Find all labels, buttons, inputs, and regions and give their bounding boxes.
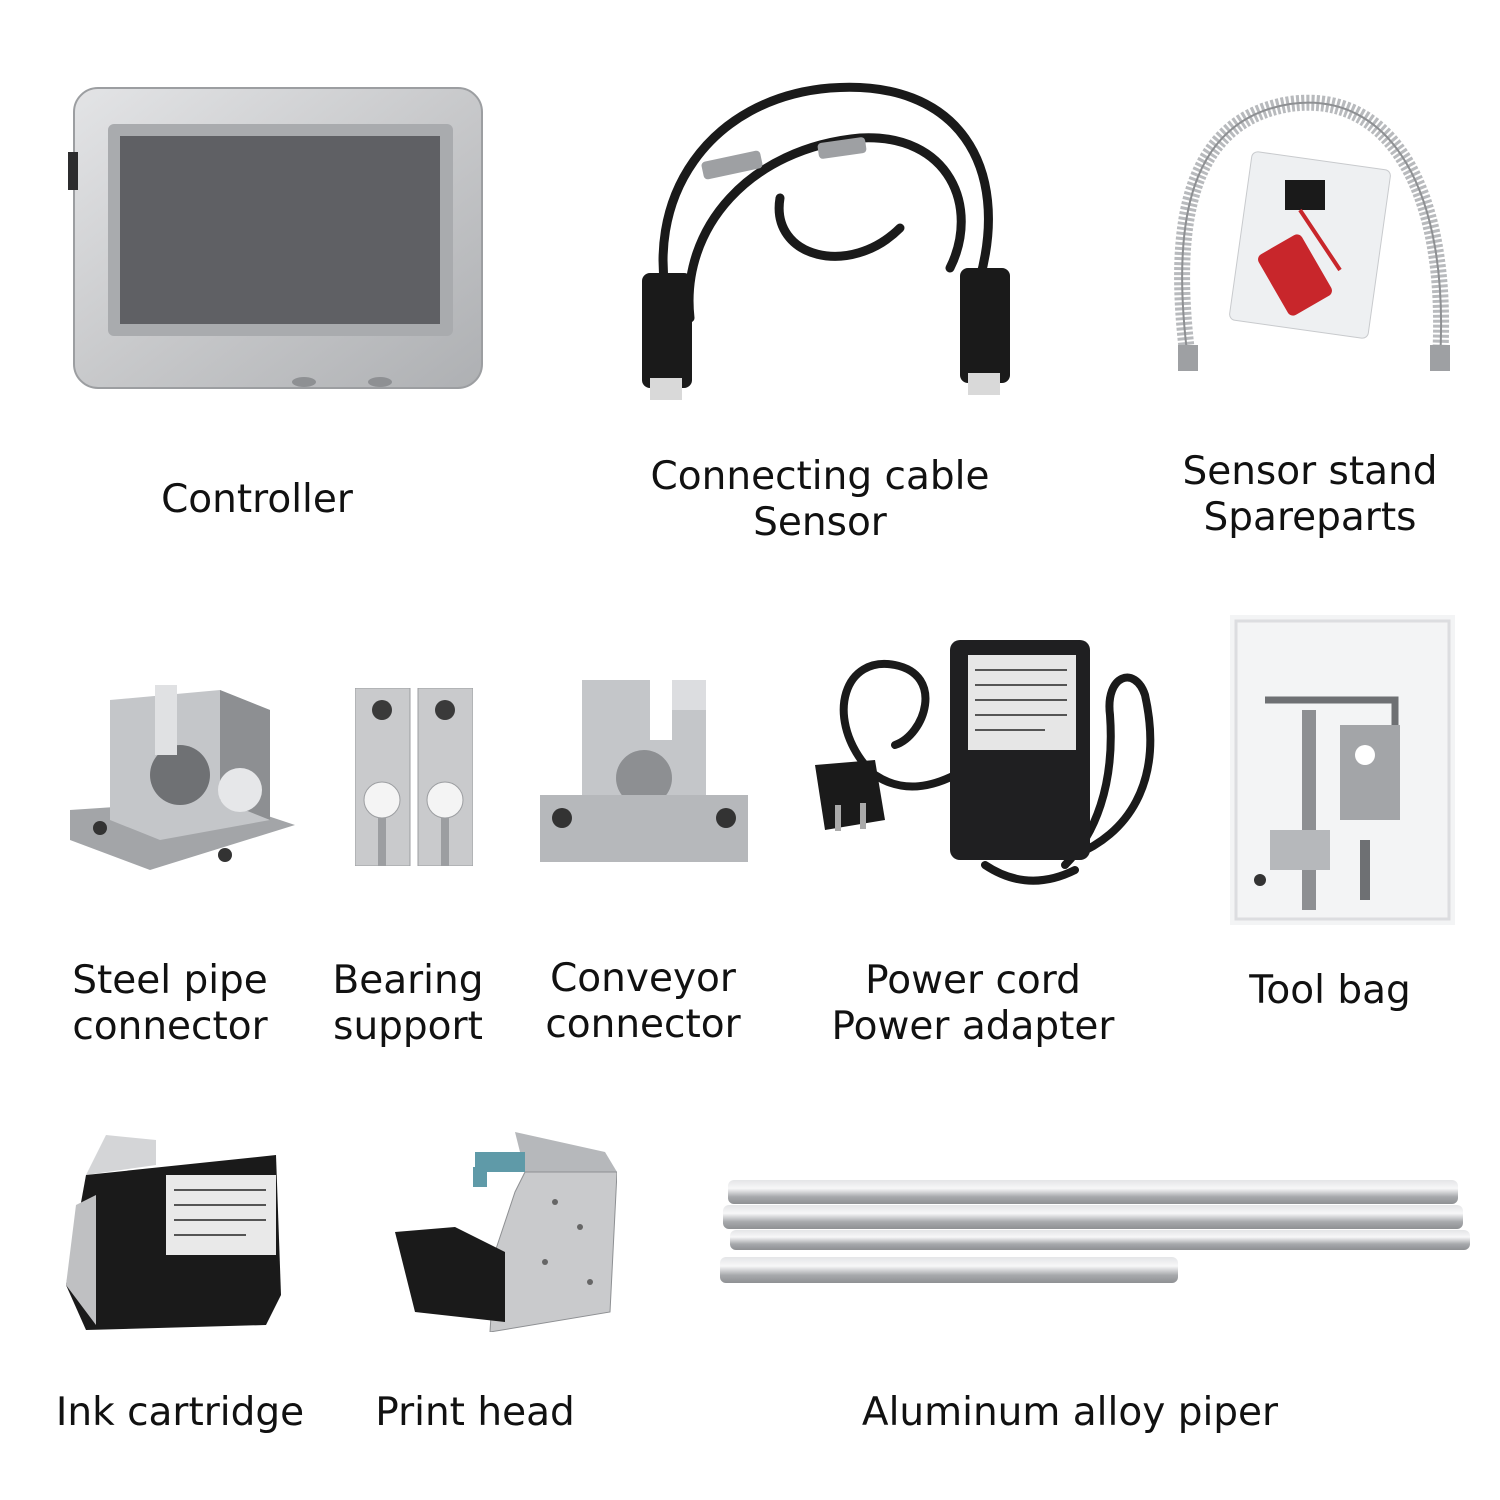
ink-cartridge-icon bbox=[66, 1135, 286, 1335]
caption-line: connector bbox=[72, 1004, 268, 1049]
bearing-caption: Bearing support bbox=[318, 958, 498, 1050]
cable-icon bbox=[630, 78, 1030, 408]
tool-bag-icon bbox=[1230, 615, 1455, 925]
aluminum-pipe-icon bbox=[718, 1175, 1470, 1287]
print-head-caption: Print head bbox=[370, 1390, 580, 1436]
ink-caption: Ink cartridge bbox=[50, 1390, 310, 1436]
caption-line: Spareparts bbox=[1203, 495, 1417, 540]
caption-line: Power adapter bbox=[831, 1004, 1115, 1049]
controller-caption: Controller bbox=[157, 477, 357, 523]
caption-line: Print head bbox=[375, 1390, 575, 1435]
conveyor-caption: Conveyor connector bbox=[538, 956, 748, 1048]
pipes-caption: Aluminum alloy piper bbox=[855, 1390, 1285, 1436]
caption-line: Power cord bbox=[865, 958, 1081, 1003]
bearing-support-icon bbox=[355, 688, 473, 866]
caption-line: Ink cartridge bbox=[55, 1390, 305, 1435]
power-adapter-icon bbox=[805, 635, 1170, 900]
tool-bag-caption: Tool bag bbox=[1230, 968, 1430, 1014]
caption-line: support bbox=[333, 1004, 483, 1049]
caption-line: Aluminum alloy piper bbox=[861, 1390, 1279, 1435]
cable-caption: Connecting cable Sensor bbox=[640, 454, 1000, 546]
steel-pipe-caption: Steel pipe connector bbox=[50, 958, 290, 1050]
caption-line: Conveyor bbox=[550, 956, 736, 1001]
sensor-stand-caption: Sensor stand Spareparts bbox=[1170, 449, 1450, 541]
caption-line: Sensor bbox=[753, 500, 887, 545]
caption-line: Controller bbox=[161, 477, 353, 522]
gooseneck-icon bbox=[1160, 90, 1460, 380]
caption-line: connector bbox=[545, 1002, 741, 1047]
power-caption: Power cord Power adapter bbox=[818, 958, 1128, 1050]
caption-line: Bearing bbox=[332, 958, 484, 1003]
controller-icon bbox=[68, 84, 488, 394]
print-head-icon bbox=[395, 1132, 617, 1332]
caption-line: Tool bag bbox=[1249, 968, 1411, 1013]
conveyor-bracket-icon bbox=[540, 680, 748, 862]
caption-line: Sensor stand bbox=[1182, 449, 1438, 494]
pipe-clamp-icon bbox=[70, 680, 295, 875]
caption-line: Steel pipe bbox=[72, 958, 268, 1003]
caption-line: Connecting cable bbox=[650, 454, 990, 499]
